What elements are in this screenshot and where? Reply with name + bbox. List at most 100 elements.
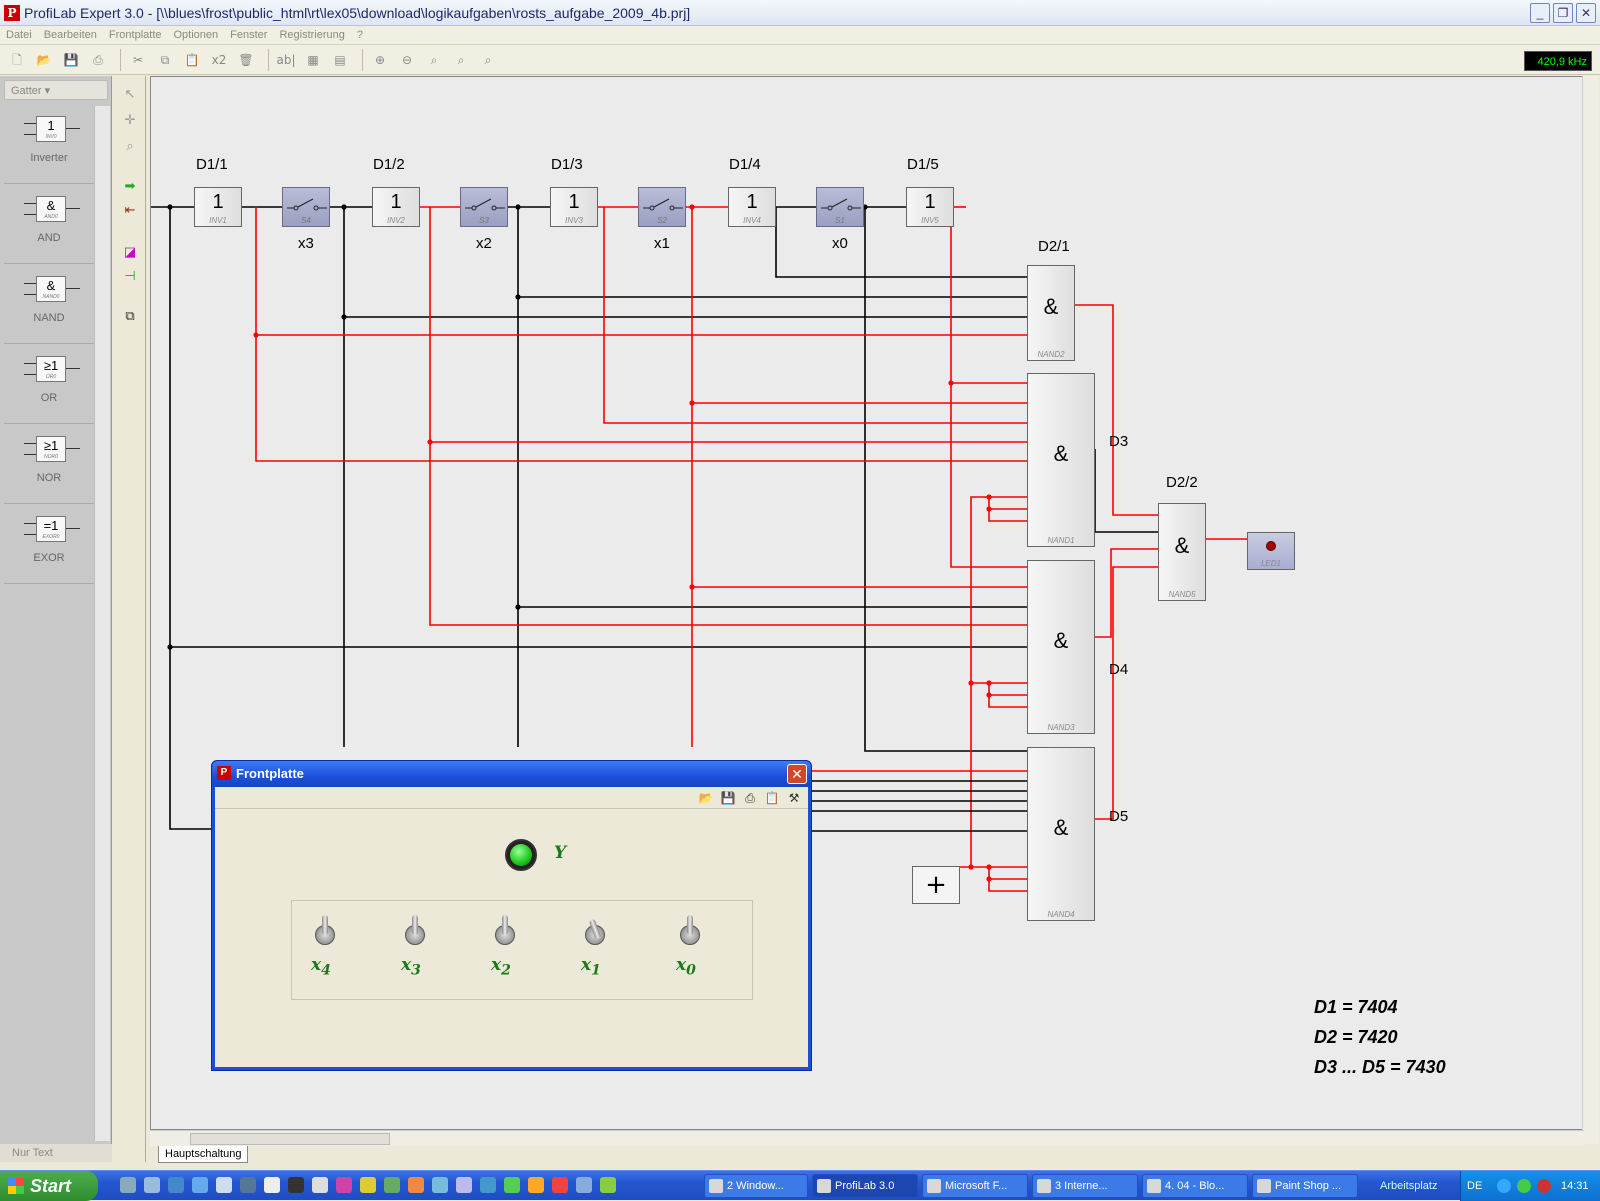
canvas-horizontal-scrollbar[interactable] — [150, 1130, 1584, 1146]
hscroll-thumb[interactable] — [190, 1133, 390, 1145]
select-arrow-icon[interactable]: ↖ — [124, 86, 136, 101]
nand-gate[interactable]: &NAND3 — [1027, 560, 1095, 734]
quicklaunch-icon[interactable] — [552, 1177, 568, 1193]
quicklaunch-icon[interactable] — [288, 1177, 304, 1193]
tray-icon[interactable] — [1517, 1179, 1531, 1193]
paste-icon[interactable]: 📋 — [184, 52, 200, 67]
task-paint-shop[interactable]: Paint Shop ... — [1252, 1174, 1358, 1198]
save-icon[interactable]: 💾 — [720, 791, 736, 805]
copy-icon[interactable]: ⧉ — [160, 52, 170, 67]
quicklaunch-icon[interactable] — [576, 1177, 592, 1193]
quicklaunch-icon[interactable] — [120, 1177, 136, 1193]
input-arrow-icon[interactable]: ➡ — [124, 178, 136, 193]
magnifier-icon[interactable]: ⌕ — [126, 138, 134, 153]
table-icon[interactable]: ▤ — [334, 52, 346, 67]
task-microsoft[interactable]: Microsoft F... — [922, 1174, 1028, 1198]
canvas-vertical-scrollbar[interactable] — [1582, 76, 1599, 1144]
text-tool-button[interactable]: ab| — [276, 52, 296, 67]
quicklaunch-icon[interactable] — [264, 1177, 280, 1193]
window-switch-icon[interactable]: ⧉ — [125, 308, 135, 323]
output-arrow-icon[interactable]: ⇤ — [124, 202, 136, 217]
task-blog[interactable]: 4. 04 - Blo... — [1142, 1174, 1248, 1198]
grid-icon[interactable]: ▦ — [307, 52, 319, 67]
ie-icon[interactable] — [168, 1177, 184, 1193]
quicklaunch-icon[interactable] — [336, 1177, 352, 1193]
tools-icon[interactable]: ⚒ — [788, 791, 800, 805]
restore-button[interactable]: ❐ — [1553, 3, 1573, 23]
toggle-switch-x1[interactable] — [585, 915, 605, 949]
print-icon[interactable]: ⎙ — [93, 52, 103, 67]
nand-gate[interactable]: &NAND1 — [1027, 373, 1095, 547]
task-internet-explorer[interactable]: 3 Interne... — [1032, 1174, 1138, 1198]
hi-lo-icon[interactable]: ◪ — [123, 244, 137, 259]
zoom-in-icon[interactable]: ⊕ — [374, 52, 386, 67]
quicklaunch-icon[interactable] — [312, 1177, 328, 1193]
quicklaunch-icon[interactable] — [192, 1177, 208, 1193]
zoom-all-icon[interactable]: ⌕ — [457, 52, 465, 67]
switch-component[interactable]: S3 — [460, 187, 508, 227]
palette-footer[interactable]: Nur Text — [0, 1144, 112, 1162]
toggle-switch-x2[interactable] — [495, 915, 515, 949]
toggle-switch-x3[interactable] — [405, 915, 425, 949]
task-windows-explorer[interactable]: 2 Window... — [704, 1174, 808, 1198]
quicklaunch-icon[interactable] — [360, 1177, 376, 1193]
tray-icon[interactable] — [1497, 1179, 1511, 1193]
language-indicator[interactable]: DE — [1467, 1180, 1483, 1192]
quicklaunch-icon[interactable] — [528, 1177, 544, 1193]
switch-component[interactable]: S1 — [816, 187, 864, 227]
toggle-switch-x0[interactable] — [680, 915, 700, 949]
quicklaunch-icon[interactable] — [504, 1177, 520, 1193]
tab-hauptschaltung[interactable]: Hauptschaltung — [158, 1146, 249, 1163]
menu-frontplatte[interactable]: Frontplatte — [108, 29, 162, 41]
print-icon[interactable]: ⎙ — [745, 791, 755, 805]
close-button[interactable]: ✕ — [1576, 3, 1596, 23]
supply-high-component[interactable]: + — [912, 866, 960, 904]
menu-registrierung[interactable]: Registrierung — [279, 29, 345, 41]
minimize-button[interactable]: _ — [1530, 3, 1550, 23]
quicklaunch-icon[interactable] — [408, 1177, 424, 1193]
nand-gate[interactable]: &NAND5 — [1158, 503, 1206, 601]
palette-scrollbar[interactable] — [94, 106, 110, 1141]
quicklaunch-icon[interactable] — [216, 1177, 232, 1193]
quicklaunch-icon[interactable] — [240, 1177, 256, 1193]
quicklaunch-icon[interactable] — [144, 1177, 160, 1193]
nand-gate[interactable]: &NAND4 — [1027, 747, 1095, 921]
workspace-toolbar[interactable]: Arbeitsplatz — [1380, 1180, 1438, 1192]
junction-icon[interactable]: ⊣ — [124, 268, 136, 283]
toggle-switch-x4[interactable] — [315, 915, 335, 949]
menu-datei[interactable]: Datei — [6, 29, 32, 41]
menu-bearbeiten[interactable]: Bearbeiten — [43, 29, 97, 41]
frontpanel-close-button[interactable]: ✕ — [787, 764, 807, 784]
quicklaunch-icon[interactable] — [432, 1177, 448, 1193]
task-profilab[interactable]: ProfiLab 3.0 — [812, 1174, 918, 1198]
menu-optionen[interactable]: Optionen — [173, 29, 219, 41]
new-file-icon[interactable]: 🗋 — [12, 52, 22, 67]
switch-component[interactable]: S2 — [638, 187, 686, 227]
save-icon[interactable]: 💾 — [63, 52, 79, 67]
delete-icon[interactable]: 🗑 — [238, 52, 254, 67]
quicklaunch-icon[interactable] — [480, 1177, 496, 1193]
quicklaunch-icon[interactable] — [456, 1177, 472, 1193]
quicklaunch-icon[interactable] — [600, 1177, 616, 1193]
open-folder-icon[interactable]: 📂 — [36, 52, 52, 67]
quicklaunch-icon[interactable] — [384, 1177, 400, 1193]
cut-icon[interactable]: ✂ — [132, 52, 144, 67]
palette-category-dropdown[interactable]: Gatter ▾ — [4, 80, 108, 100]
menu-fenster[interactable]: Fenster — [230, 29, 268, 41]
zoom-reset-icon[interactable]: ⌕ — [484, 52, 492, 67]
clipboard-icon[interactable]: 📋 — [764, 791, 780, 805]
menu-help[interactable]: ? — [356, 29, 363, 41]
frontpanel-titlebar[interactable]: P Frontplatte — [212, 761, 811, 787]
start-button[interactable]: Start — [0, 1171, 98, 1201]
